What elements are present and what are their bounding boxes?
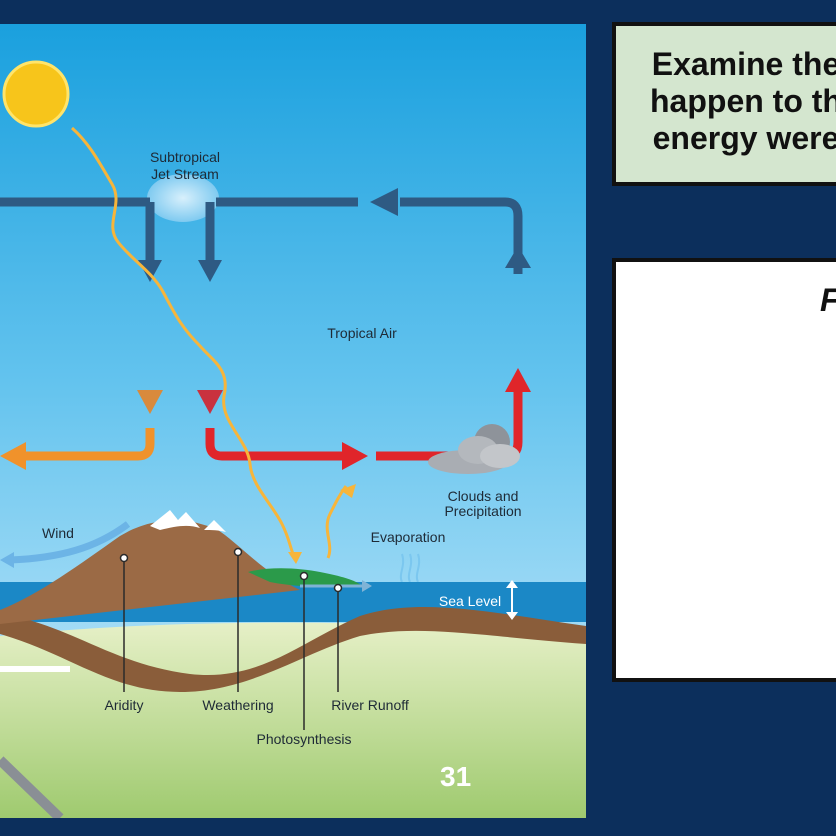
prompt-line-2: happen to th (650, 83, 836, 119)
label-river-runoff: River Runoff (331, 697, 409, 713)
label-tropical-air: Tropical Air (327, 325, 397, 341)
mountain (0, 519, 300, 624)
white-bar (0, 666, 70, 672)
label-evaporation: Evaporation (371, 529, 446, 545)
orange-arrow (22, 428, 155, 461)
cloud-icon (428, 424, 520, 474)
return-arrow-top (400, 197, 523, 274)
prompt-line-1: Examine the (651, 46, 836, 82)
arrowhead-left (370, 188, 398, 216)
red-arrowhead (342, 442, 368, 470)
label-clouds-2: Precipitation (444, 503, 521, 519)
sea-level-arrow-down (506, 612, 518, 620)
snow-cap-right (204, 520, 226, 532)
climate-diagram: Subtropical Jet Stream Tropical Air Clou… (0, 24, 586, 818)
label-wind: Wind (42, 525, 74, 541)
sea-level-arrow-up (506, 580, 518, 588)
page-number: 31 (440, 761, 471, 792)
prompt-box: Examine the happen to th energy were (612, 22, 836, 186)
label-jet-stream-2: Jet Stream (151, 166, 219, 182)
orange-arrowhead (0, 442, 26, 470)
answer-box[interactable]: F (612, 258, 836, 682)
wind-arrow (9, 521, 131, 564)
label-photosynthesis: Photosynthesis (257, 731, 352, 747)
snow-cap-left (150, 510, 200, 530)
label-sea-level: Sea Level (439, 593, 501, 609)
callout-lines (119, 547, 343, 730)
down-arrowhead-left-2 (137, 390, 163, 414)
up-arrowhead-top (505, 246, 531, 268)
sun-icon (2, 60, 70, 128)
label-weathering: Weathering (202, 697, 273, 713)
down-arrowhead-right-1 (198, 260, 222, 282)
reflected-ray (325, 485, 348, 559)
label-clouds-1: Clouds and (448, 488, 519, 504)
river-arrowhead (362, 580, 372, 592)
label-jet-stream-1: Subtropical (150, 149, 220, 165)
label-aridity: Aridity (105, 697, 144, 713)
sunlight-arrowhead (288, 552, 302, 564)
prompt-line-3: energy were (652, 120, 836, 156)
down-arrowhead-left-1 (138, 260, 162, 282)
down-arrowhead-right-2 (197, 390, 223, 414)
sunlight-ray (71, 126, 296, 557)
red-arrow (205, 428, 345, 461)
road (0, 756, 64, 818)
earth-crust (0, 607, 586, 692)
reflected-arrowhead (340, 484, 356, 498)
up-arrowhead-bottom (505, 368, 531, 392)
prompt-text: Examine the happen to th energy were (650, 46, 836, 157)
jet-stream-blob (147, 174, 219, 222)
evaporation-arrows (399, 553, 421, 583)
wind-arrowhead (0, 552, 14, 568)
answer-heading: F (820, 282, 836, 319)
